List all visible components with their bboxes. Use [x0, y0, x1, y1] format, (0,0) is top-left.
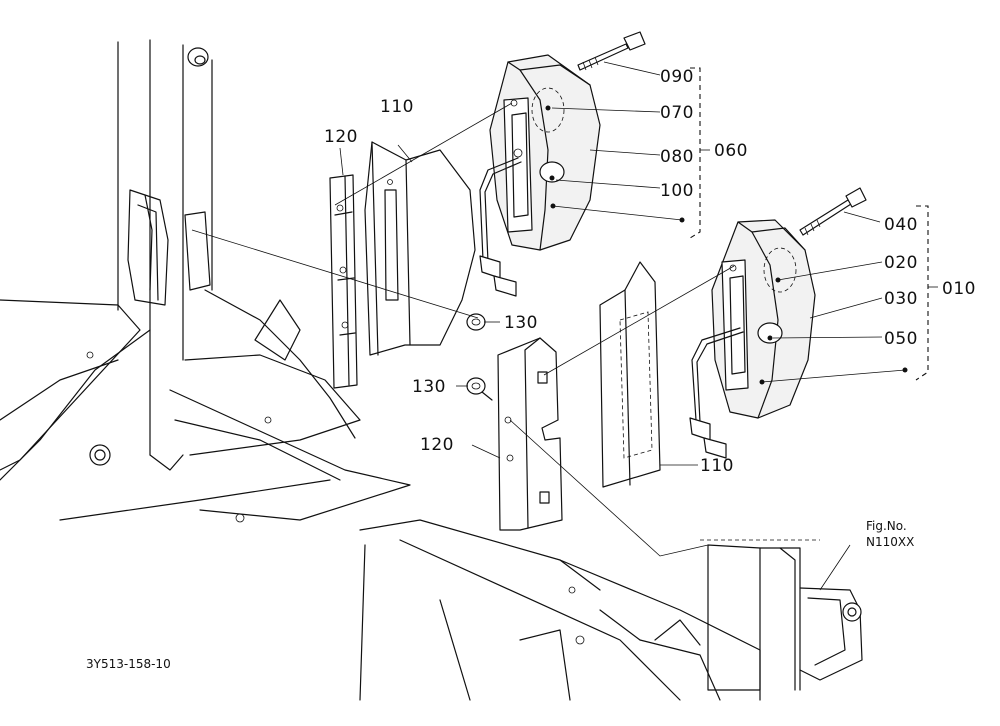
callout-050: 050: [884, 329, 918, 349]
drawing-code: 3Y513-158-10: [86, 657, 171, 671]
group-bracket-010: [915, 205, 938, 381]
bracket-120-lower: [497, 337, 563, 531]
callout-040: 040: [884, 215, 918, 235]
plate-110-upper: [364, 141, 476, 356]
figure-ref-number: N110XX: [866, 535, 914, 549]
callout-090: 090: [660, 67, 694, 87]
callout-100: 100: [660, 181, 694, 201]
bolt-130-upper: [466, 313, 486, 331]
callout-030: 030: [884, 289, 918, 309]
callout-130-lower: 130: [412, 377, 446, 397]
callout-070: 070: [660, 103, 694, 123]
callout-120-upper: 120: [324, 127, 358, 147]
figure-reference: Fig.No. N110XX: [866, 519, 914, 549]
assembly-lines: [191, 102, 735, 557]
callout-leaders: [339, 61, 908, 591]
frame-structure: [0, 39, 863, 701]
group-bracket-060: [689, 67, 710, 239]
bracket-120-upper: [329, 174, 358, 389]
callout-010: 010: [942, 279, 976, 299]
callout-labels: 090 070 080 060 100 110 120 130 040 020 …: [324, 67, 976, 476]
lamp-010: [689, 187, 867, 459]
callout-110-lower: 110: [700, 456, 734, 476]
callout-020: 020: [884, 253, 918, 273]
callout-060: 060: [714, 141, 748, 161]
bolt-130-lower: [466, 377, 493, 401]
plate-110-lower: [599, 261, 661, 488]
callout-130-upper: 130: [504, 313, 538, 333]
callout-110-upper: 110: [380, 97, 414, 117]
lamp-060: [479, 31, 646, 297]
figure-ref-label: Fig.No.: [866, 519, 907, 533]
callout-120-lower: 120: [420, 435, 454, 455]
callout-080: 080: [660, 147, 694, 167]
